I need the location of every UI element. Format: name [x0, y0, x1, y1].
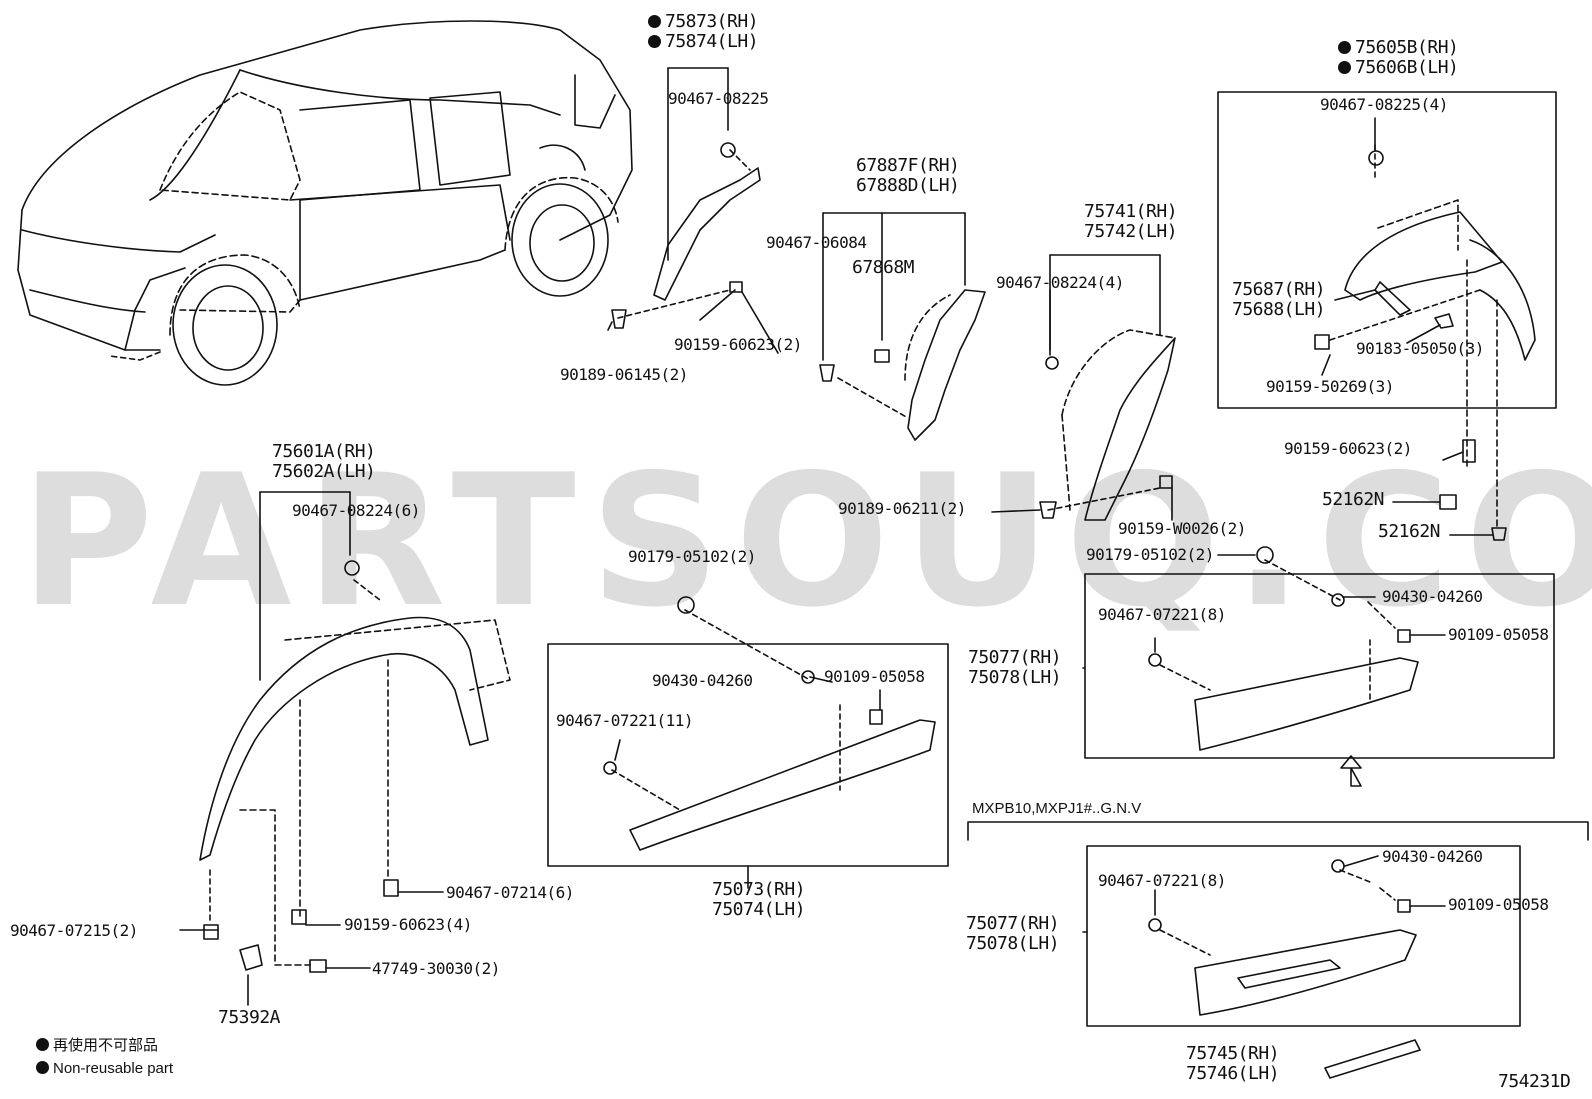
part-label: 90159-60623(2) — [1284, 439, 1412, 458]
part-label: 90467-08225(4) — [1320, 95, 1448, 114]
part-label: 90467-06084 — [766, 233, 867, 252]
non-reusable-dot-icon — [648, 35, 661, 48]
part-label: 90467-08224(6) — [292, 501, 420, 520]
non-reusable-dot-icon — [36, 1038, 49, 1051]
label-75601A: 75601A(RH) — [272, 441, 376, 462]
non-reusable-dot-icon — [648, 15, 661, 28]
label-75741: 75741(RH) — [1084, 201, 1178, 222]
part-label: 90159-60623(4) — [344, 915, 472, 934]
part-label: 90179-05102(2) — [1086, 545, 1214, 564]
part-label: 90467-07221(11) — [556, 711, 694, 730]
part-label: 90467-07214(6) — [446, 883, 574, 902]
part-75077-rocker-box-a — [1084, 546, 1555, 787]
part-label: 90189-06145(2) — [560, 365, 688, 384]
label-75605B: 75605B(RH) — [1338, 38, 1459, 58]
part-label: 90179-05102(2) — [628, 547, 756, 566]
label-75688: 75688(LH) — [1232, 299, 1326, 320]
diagram-code: 754231D — [1498, 1071, 1571, 1092]
part-label: 90109-05058 — [1448, 895, 1549, 914]
part-75077-rocker-box-b — [1086, 845, 1521, 1027]
watermark: PARTSOUQ.COM — [20, 435, 1592, 647]
part-75873-arch-extension — [611, 67, 761, 329]
part-label: 90159-50269(3) — [1266, 377, 1394, 396]
variant-bracket — [967, 821, 1589, 841]
label-75874: 75874(LH) — [648, 32, 759, 52]
label-75078-b: 75078(LH) — [966, 933, 1060, 954]
part-label: 52162N — [1378, 521, 1441, 542]
part-label: 90467-07215(2) — [10, 921, 138, 940]
part-label: 90430-04260 — [1382, 847, 1483, 866]
part-67887F-arch-piece — [819, 212, 986, 441]
non-reusable-dot-icon — [36, 1061, 49, 1074]
part-label: 52162N — [1322, 489, 1385, 510]
label-75078-a: 75078(LH) — [968, 667, 1062, 688]
part-label: 90159-60623(2) — [674, 335, 802, 354]
part-75601A-fender-flare — [199, 491, 511, 973]
label-75074: 75074(LH) — [712, 899, 806, 920]
label-75606B: 75606B(LH) — [1338, 58, 1459, 78]
label-75073: 75073(RH) — [712, 879, 806, 900]
label-75602A: 75602A(LH) — [272, 461, 376, 482]
label-75077-a: 75077(RH) — [968, 647, 1062, 668]
label-75745: 75745(RH) — [1186, 1043, 1280, 1064]
label-67887F: 67887F(RH) — [856, 155, 960, 176]
part-75073-rocker-box — [547, 596, 949, 889]
label-75742: 75742(LH) — [1084, 221, 1178, 242]
part-label: 90109-05058 — [824, 667, 925, 686]
part-label: 90467-07221(8) — [1098, 605, 1226, 624]
part-label: 90467-08225 — [668, 89, 769, 108]
legend-jp: 再使用不可部品 — [36, 1034, 158, 1055]
part-label: 90430-04260 — [1382, 587, 1483, 606]
part-label: 67868M — [852, 257, 915, 278]
part-label: 90467-07221(8) — [1098, 871, 1226, 890]
label-67888D: 67888D(LH) — [856, 175, 960, 196]
part-label: 90467-08224(4) — [996, 273, 1124, 292]
legend-en: Non-reusable part — [36, 1060, 173, 1077]
part-75605B-arch-box — [1217, 91, 1557, 541]
label-75077-b: 75077(RH) — [966, 913, 1060, 934]
part-label: 75392A — [218, 1007, 281, 1028]
non-reusable-dot-icon — [1338, 41, 1351, 54]
part-label: 90159-W0026(2) — [1118, 519, 1246, 538]
part-75745-emblem — [1324, 1039, 1421, 1079]
vehicle-illustration — [17, 20, 633, 386]
part-label: 90189-06211(2) — [838, 499, 966, 518]
label-75873: 75873(RH) — [648, 12, 759, 32]
part-label: 90183-05050(3) — [1356, 339, 1484, 358]
leader-lines — [179, 117, 1493, 1006]
label-75687: 75687(RH) — [1232, 279, 1326, 300]
non-reusable-dot-icon — [1338, 61, 1351, 74]
part-label: 90430-04260 — [652, 671, 753, 690]
part-label: 47749-30030(2) — [372, 959, 500, 978]
variant-note: MXPB10,MXPJ1#..G.N.V — [972, 800, 1142, 817]
part-label: 90109-05058 — [1448, 625, 1549, 644]
label-75746: 75746(LH) — [1186, 1063, 1280, 1084]
